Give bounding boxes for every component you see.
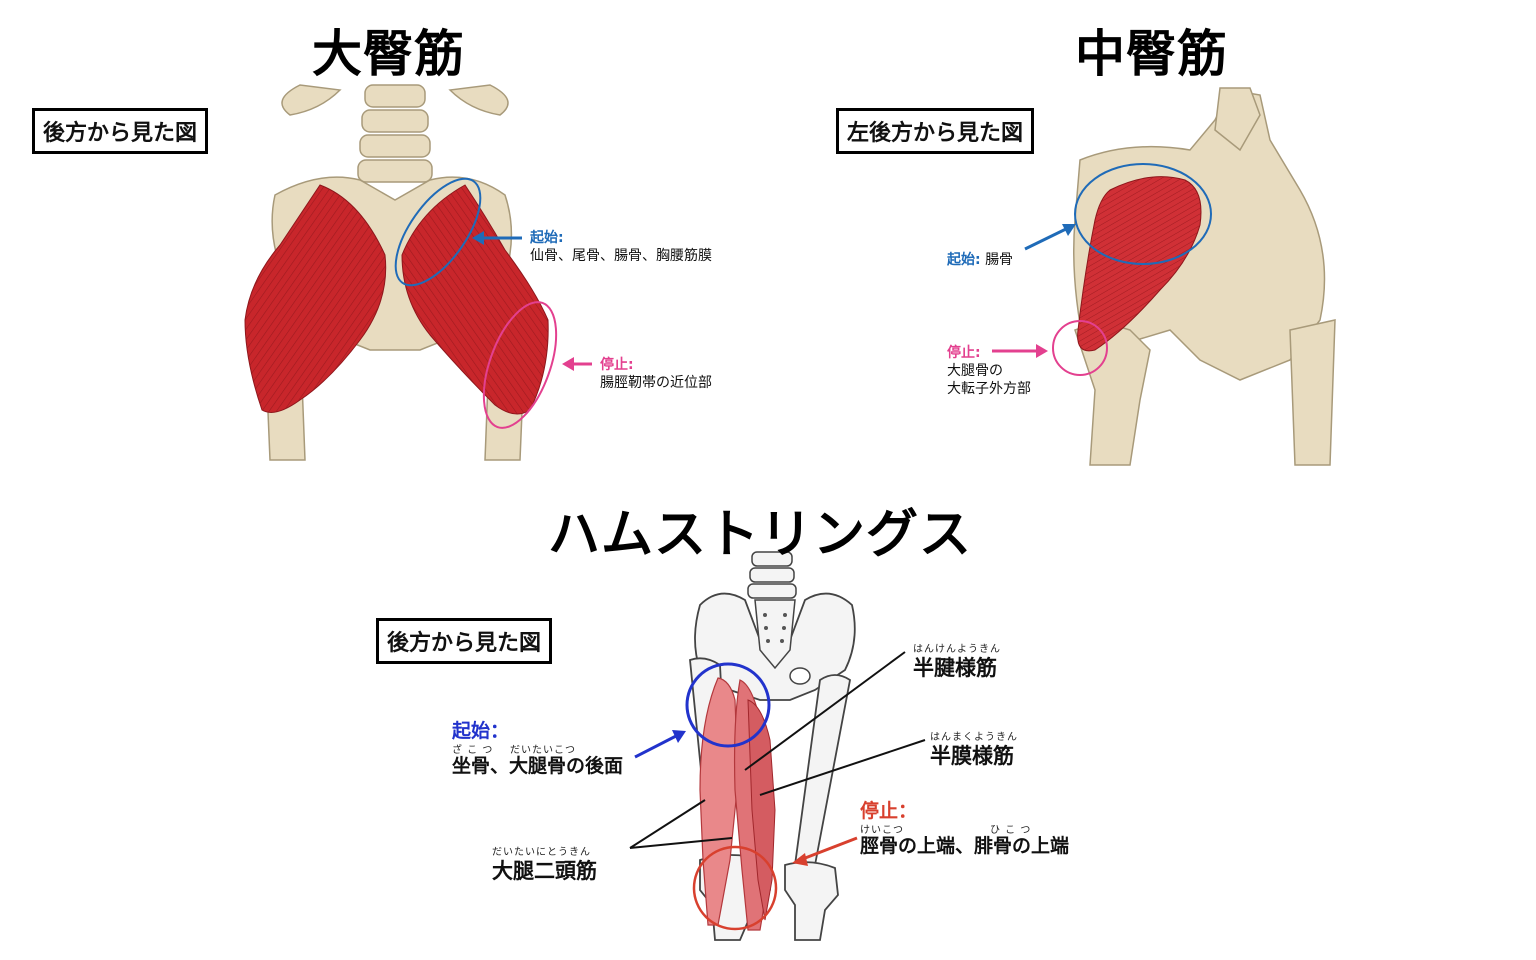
sacral-spine [1214,87,1261,152]
gmed-title: 中臀筋 [1075,25,1228,83]
origin-arrow [1024,226,1069,251]
semimembranosus-leader [759,739,926,796]
insertion-arrow [799,836,858,862]
origin-ring [685,662,771,748]
origin-arrow [634,733,679,759]
ham-semitend-ruby: はんけんようきん [913,644,1001,655]
biceps-femoris-muscle [699,677,739,926]
gluteus-maximus-left [244,184,387,413]
ham-origin-ruby1: ざ こ つ [452,745,494,756]
hamstrings-illustration [629,551,926,941]
ham-title: ハムストリングス [548,505,973,565]
ham-insertion-heading: 停止： [860,800,918,822]
ham-semimem-ruby: はんまくようきん [930,732,1018,743]
gluteus-maximus-right [401,184,549,415]
biceps-leader-a [629,799,706,849]
ham-insertion-text: 脛骨の上端、腓骨の上端 [860,835,1070,857]
insertion-arrowhead [562,357,574,371]
ham-insertion-ruby1: けいこつ [860,825,904,836]
ham-semimembranosus: 半膜様筋 [930,744,1014,768]
insertion-arrowhead [1036,344,1048,358]
gmed-view-label: 左後方から見た図 [836,108,1035,154]
ham-origin-ruby2: だいたいこつ [510,745,576,756]
gmed-insertion-line1: 大腿骨の [947,363,1003,379]
origin-ring [394,177,482,287]
right-knee-outline [784,861,839,941]
gluteus-maximus-illustration [244,84,592,461]
spine-outline [747,551,797,599]
insertion-ring [692,845,778,931]
insertion-ring [1052,320,1108,376]
biceps-leader-b [629,837,733,849]
ham-view-label: 後方から見た図 [376,618,553,664]
gmed-origin: 起始: 腸骨 [947,251,1013,269]
ham-biceps-femoris: 大腿二頭筋 [492,859,597,883]
origin-arrowhead [1062,224,1076,236]
gmax-origin-heading: 起始: [530,230,564,246]
gmed-insertion-line2: 大転子外方部 [947,381,1031,397]
semitendinosus-leader [744,651,906,771]
origin-ring [1074,163,1212,265]
gluteus-medius-illustration [992,87,1336,466]
ham-semitendinosus: 半腱様筋 [913,656,997,680]
gmax-origin-text: 仙骨、尾骨、腸骨、胸腰筋膜 [530,248,712,264]
right-femur-outline [793,674,851,866]
obturator-right [789,667,811,685]
origin-arrowhead [672,730,686,743]
lumbar-spine [281,84,509,183]
gmed-origin-heading: 起始: [947,252,981,268]
gmed-origin-text: 腸骨 [985,252,1014,268]
gmax-view-label: 後方から見た図 [32,108,209,154]
origin-arrowhead [472,231,484,245]
ham-biceps-ruby: だいたいにとうきん [492,847,591,858]
ham-insertion-ruby2: ひ こ つ [990,825,1032,836]
gmax-insertion-heading: 停止: [600,357,634,373]
gmed-insertion-heading: 停止: [947,345,981,361]
sacral-foramina [763,613,787,643]
gmax-insertion-text: 腸脛靭帯の近位部 [600,375,712,391]
femur-side-far [1289,319,1336,466]
ham-origin-text: 坐骨、大腿骨の後面 [452,755,624,777]
ham-origin-heading: 起始： [452,720,510,742]
insertion-arrowhead [792,853,808,866]
gmax-title: 大臀筋 [312,25,465,83]
insertion-ring [482,301,558,429]
